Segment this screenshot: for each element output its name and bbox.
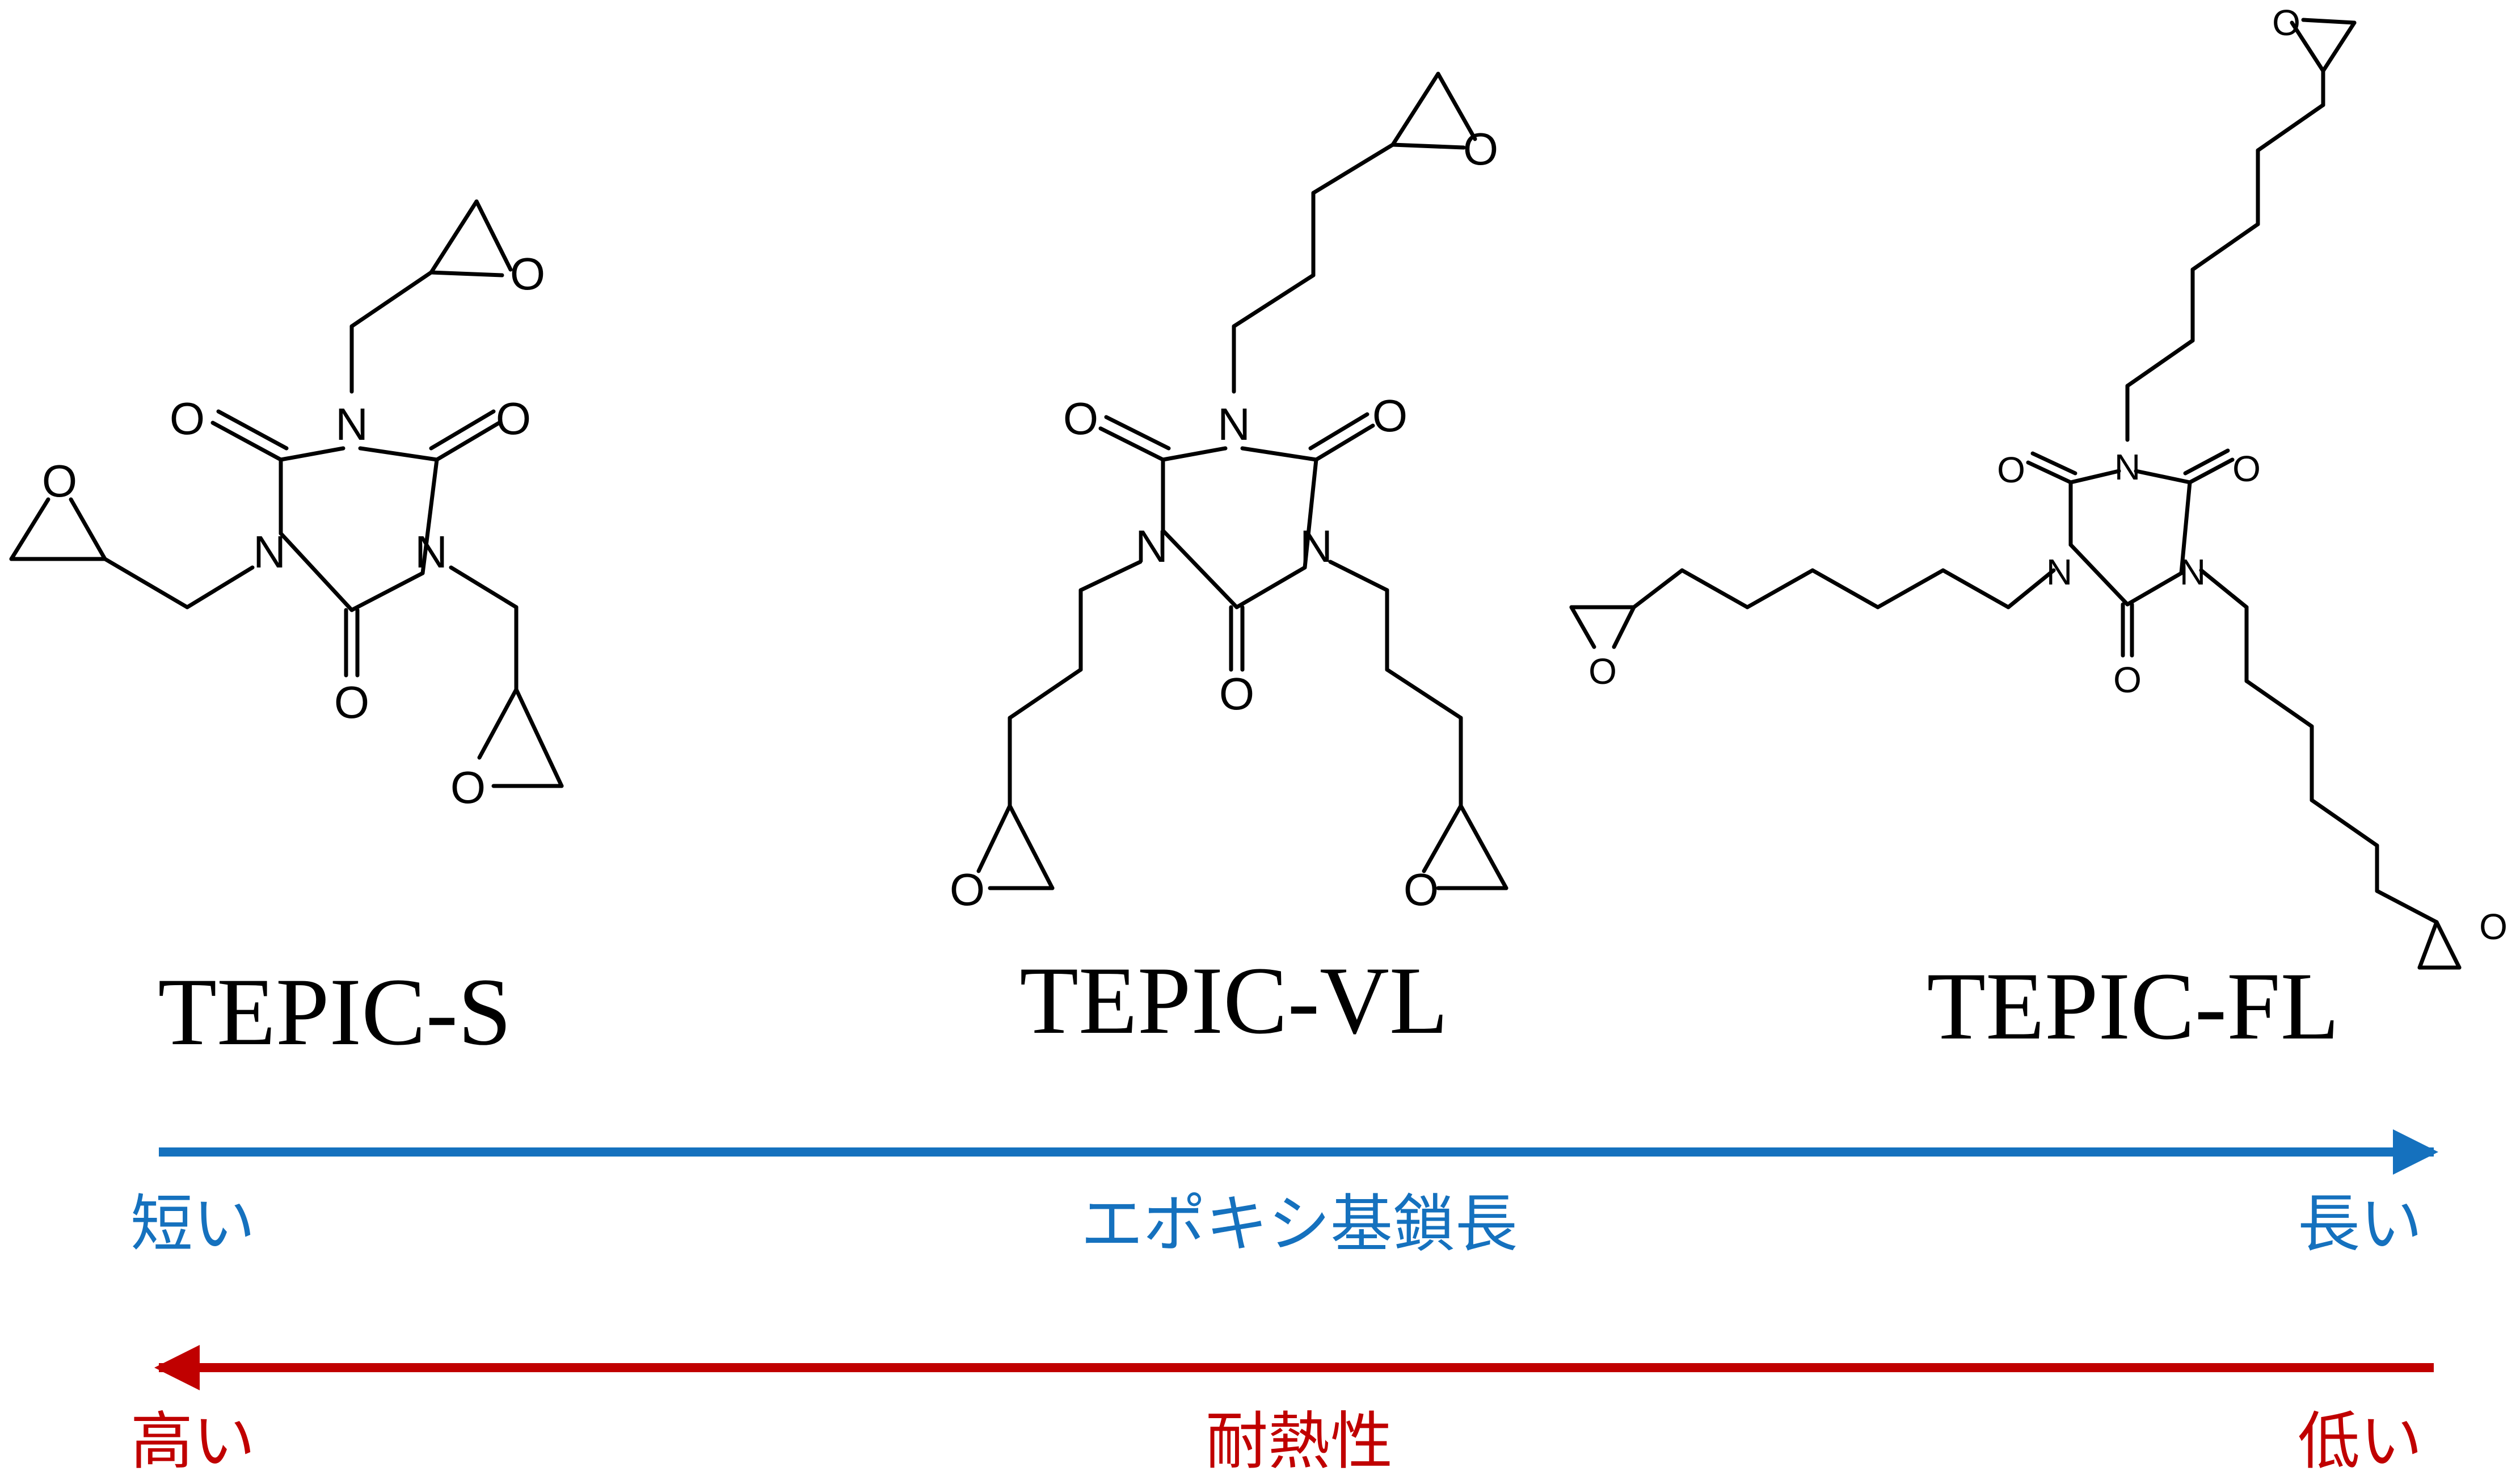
chain-length-title: エポキシ基鎖長 [1081, 1188, 1518, 1260]
oxygen-atom: O [1219, 668, 1254, 719]
oxygen-atom: O [1063, 393, 1098, 444]
molecule-name-tepic-fl: TEPIC-FL [1927, 953, 2339, 1059]
chain-length-axis: 短い エポキシ基鎖長 長い [130, 1129, 2438, 1260]
oxygen-atom: O [510, 249, 545, 299]
heat-resistance-title: 耐熱性 [1206, 1405, 1393, 1478]
nitrogen-atom: N [1135, 521, 1168, 571]
heat-resistance-axis: 高い 耐熱性 低い [130, 1345, 2434, 1478]
oxygen-atom: O [1463, 124, 1498, 174]
chain-length-left-label: 短い [130, 1188, 255, 1260]
oxygen-atom: O [170, 393, 205, 444]
oxygen-atom: O [1588, 651, 1617, 692]
nitrogen-atom: N [415, 527, 448, 577]
molecule-tepic-vl: N N N O O O O O O TEPIC-VL [950, 72, 1508, 1054]
molecule-tepic-fl: N N N O O O O O O TEPIC-FL [1569, 2, 2508, 1059]
oxygen-atom: O [42, 456, 77, 506]
nitrogen-atom: N [1300, 521, 1333, 571]
oxygen-atom: O [2113, 659, 2142, 700]
oxygen-atom: O [2272, 2, 2300, 43]
oxygen-atom: O [1997, 449, 2025, 490]
oxygen-atom: O [1372, 390, 1408, 441]
molecule-name-tepic-s: TEPIC-S [158, 958, 511, 1065]
nitrogen-atom: N [1217, 399, 1250, 449]
molecule-tepic-s: N N N O O O O O O TEPIC-S [9, 199, 564, 1065]
oxygen-atom: O [1404, 864, 1439, 915]
oxygen-atom: O [2232, 448, 2261, 489]
nitrogen-atom: N [335, 399, 368, 449]
oxygen-atom: O [950, 864, 985, 915]
heat-resistance-right-label: 低い [2298, 1405, 2422, 1478]
nitrogen-atom: N [253, 527, 286, 577]
chain-length-right-label: 長い [2298, 1188, 2422, 1260]
heat-resistance-left-label: 高い [130, 1405, 255, 1478]
oxygen-atom: O [496, 393, 531, 444]
nitrogen-atom: N [2114, 447, 2140, 487]
nitrogen-atom: N [2046, 552, 2072, 592]
molecule-name-tepic-vl: TEPIC-VL [1019, 947, 1448, 1054]
nitrogen-atom: N [2180, 552, 2206, 592]
oxygen-atom: O [334, 677, 369, 728]
oxygen-atom: O [450, 762, 486, 813]
oxygen-atom: O [2479, 906, 2508, 947]
